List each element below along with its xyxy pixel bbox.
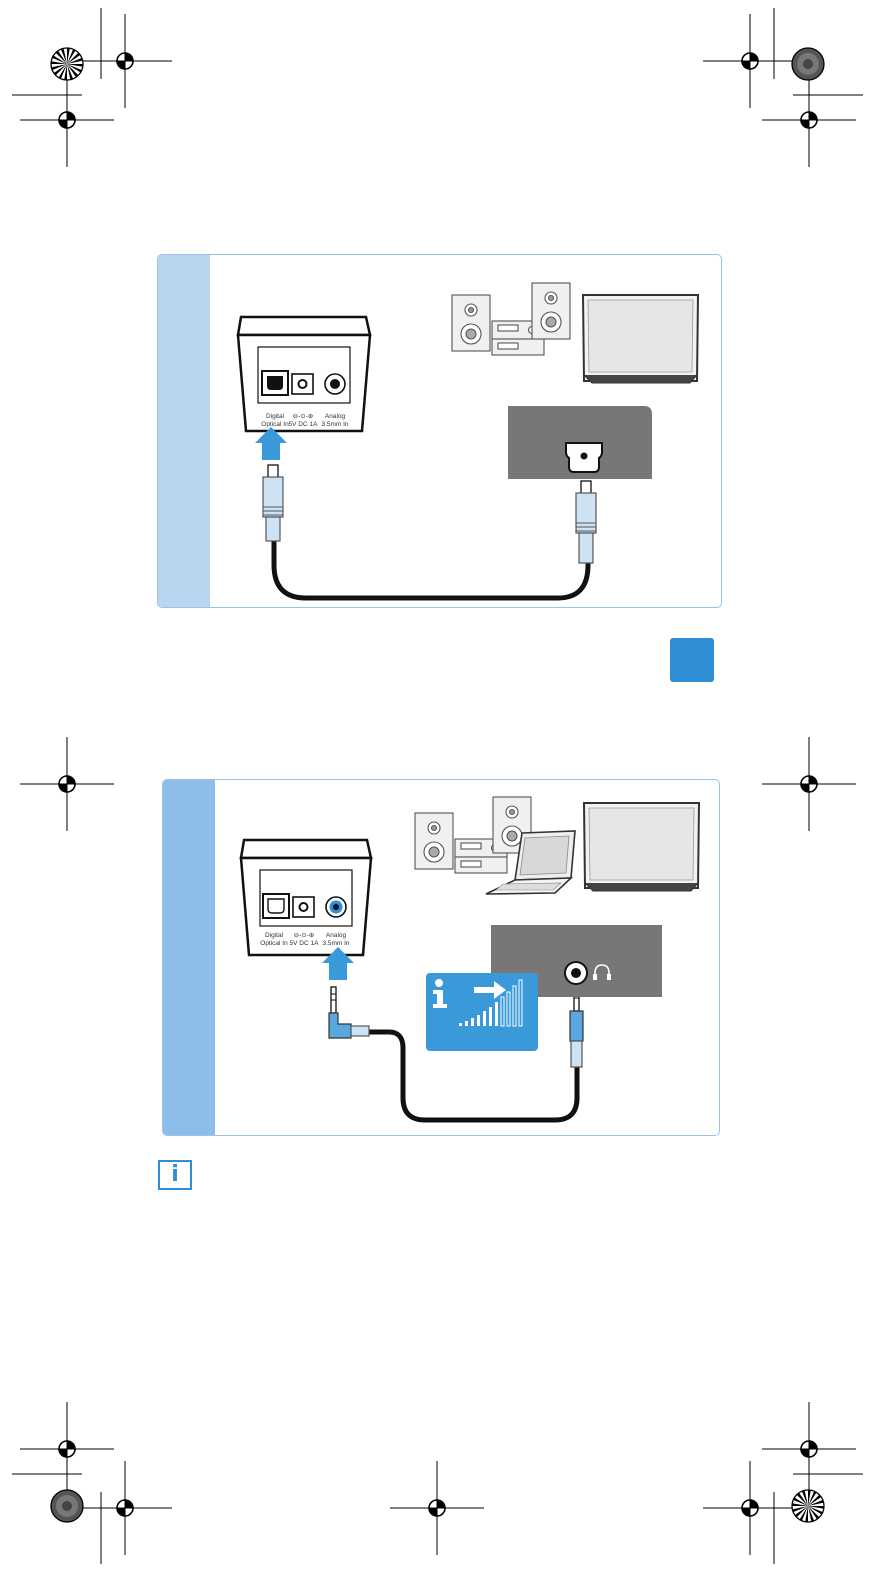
step-badge	[670, 638, 714, 682]
stereo-system-icon	[415, 797, 531, 873]
optical-connection-illustration	[158, 255, 721, 607]
stereo-system-icon	[452, 283, 570, 355]
analog-label: Analog 3.5mm In	[305, 413, 365, 429]
optical-output-port-box	[508, 406, 652, 479]
optical-port-icon	[262, 371, 288, 395]
analog-connection-panel: Digital Optical In ⊖-⊙-⊕ 5V DC 1A Analog…	[162, 779, 720, 1136]
optical-port-icon	[263, 894, 289, 918]
analog-label: Analog 3.5mm In	[306, 932, 366, 948]
tv-icon	[584, 803, 699, 891]
analog-connection-illustration	[163, 780, 719, 1135]
volume-increase-tip	[426, 973, 538, 1051]
power-port-icon	[293, 897, 314, 917]
power-port-icon	[292, 374, 313, 394]
tv-icon	[583, 295, 698, 383]
info-icon: i	[158, 1160, 192, 1190]
optical-cable	[263, 465, 596, 598]
optical-connection-panel: Digital Optical In ⊖-⊙-⊕ 5V DC 1A Analog…	[157, 254, 722, 608]
